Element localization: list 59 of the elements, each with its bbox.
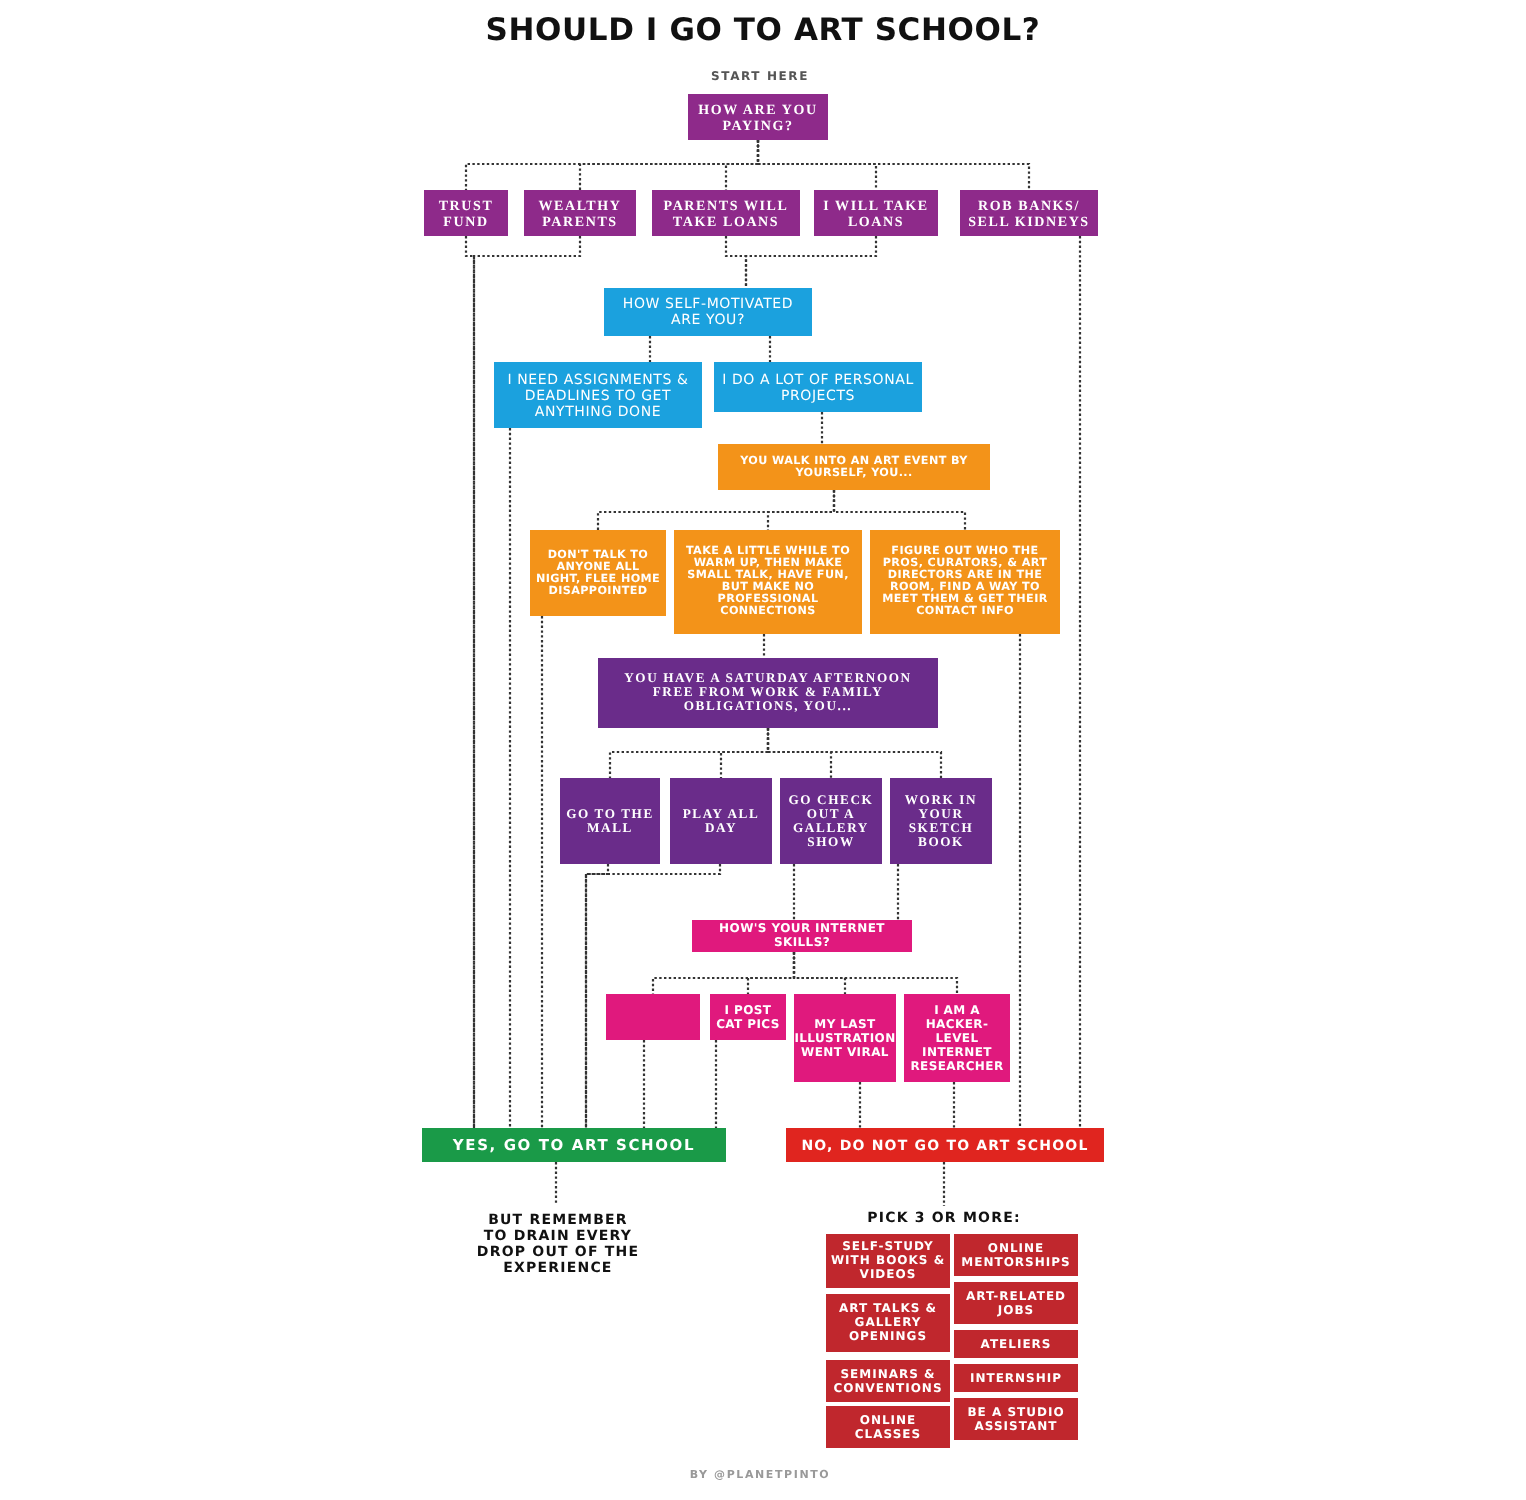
option-box [826,1360,950,1402]
dotted-connector [942,1162,946,1206]
dotted-connector [642,1040,646,1128]
answer-box [714,362,922,412]
dotted-connector [762,634,766,658]
dotted-connector [540,616,544,1128]
dotted-connector [756,140,1031,190]
question-box [718,444,990,490]
dotted-connector [1078,236,1082,1128]
option-box [826,1294,950,1352]
dotted-connector [464,236,476,1128]
no-result-bar [786,1128,1104,1162]
option-box [954,1234,1078,1276]
answer-box [560,778,660,864]
dotted-connector [952,1082,956,1128]
answer-box [890,778,992,864]
dotted-connector [472,236,582,1128]
option-box [954,1398,1078,1440]
answer-box [494,362,702,428]
answer-box [652,190,800,236]
option-box [954,1282,1078,1324]
dotted-connector [858,1082,862,1128]
dotted-connector [584,864,610,1128]
answer-box [530,530,666,616]
question-box [604,288,812,336]
dotted-connector [792,952,959,994]
title: SHOULD I GO TO ART SCHOOL? [483,12,1043,48]
answer-box [794,994,896,1082]
option-box [954,1330,1078,1358]
yes-result-bar [422,1128,726,1162]
dotted-connector [714,1040,718,1128]
answer-box [960,190,1098,236]
answer-box [710,994,786,1040]
question-box [598,658,938,728]
dotted-connector [896,864,900,920]
dotted-connector [1018,634,1022,1128]
dotted-connector [554,1162,558,1204]
answer-box [424,190,508,236]
dotted-connector [768,336,772,362]
dotted-connector [766,728,943,778]
empty-box [606,994,700,1040]
dotted-connector [820,412,824,444]
question-box [692,920,912,952]
answer-box [780,778,882,864]
answer-box [670,778,772,864]
dotted-connector [792,864,796,920]
dotted-connector [832,490,967,530]
answer-box [814,190,938,236]
question-box [688,94,828,140]
option-box [954,1364,1078,1392]
dotted-connector [648,336,652,362]
dotted-connector [744,236,878,288]
dotted-connector [584,864,722,1128]
answer-box [870,530,1060,634]
option-box [826,1406,950,1448]
dotted-connector [724,236,748,288]
answer-box [524,190,636,236]
dotted-connector [508,428,512,1128]
answer-box [674,530,862,634]
